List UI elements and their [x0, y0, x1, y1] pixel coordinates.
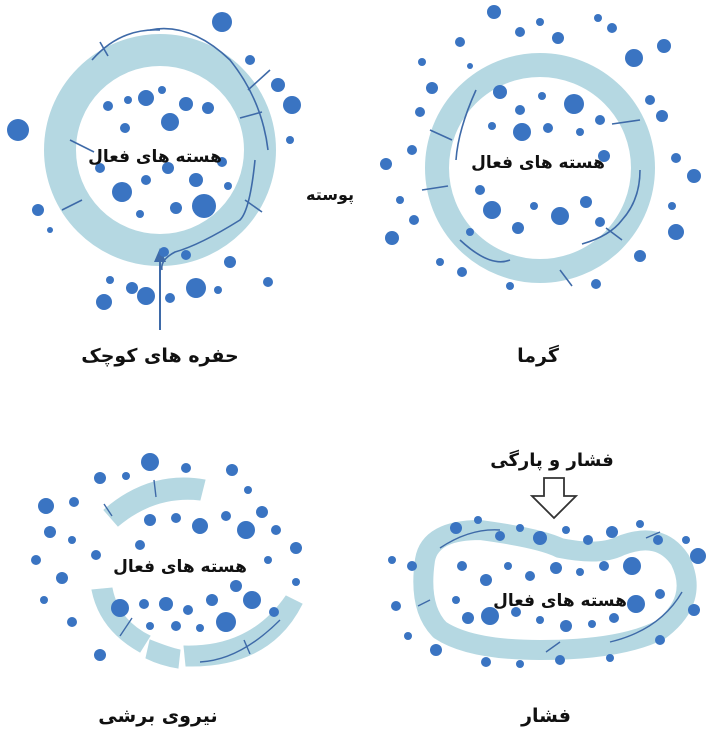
- shell-ring: [425, 53, 655, 283]
- pressure-arrow: [529, 477, 579, 520]
- caption: فشار: [520, 705, 571, 727]
- particles: [388, 516, 706, 668]
- fragment-bottom-mid: [145, 639, 181, 669]
- arrow-label: فشار و پارگی: [490, 449, 614, 471]
- core-label: هسته های فعال: [493, 591, 627, 611]
- particles: [7, 12, 301, 310]
- shell-lines: [103, 479, 281, 663]
- panel-heat: هسته های فعال گرما: [380, 5, 701, 367]
- pores-label: حفره های کوچک: [81, 345, 238, 367]
- shell-lines: [417, 529, 683, 653]
- caption: نیروی برشی: [98, 705, 217, 727]
- particles: [31, 453, 302, 661]
- fragment-top: [103, 477, 206, 527]
- particles: [380, 5, 701, 290]
- core-label: هسته های فعال: [113, 557, 247, 577]
- shell-label: پوسته: [306, 185, 354, 205]
- squeezed-shell: [413, 519, 697, 661]
- fragment-bottom-left: [91, 587, 151, 653]
- panel-intact: هسته های فعال پوسته حفره های کوچک: [7, 12, 354, 367]
- panel-shear: هسته های فعال نیروی برشی: [31, 453, 303, 727]
- shell-lines: [421, 89, 641, 287]
- core-label: هسته های فعال: [471, 153, 605, 173]
- caption: گرما: [517, 344, 560, 367]
- core-label: هسته های فعال: [88, 147, 222, 167]
- panel-pressure: هسته های فعال فشار و پارگی فشار: [388, 449, 706, 727]
